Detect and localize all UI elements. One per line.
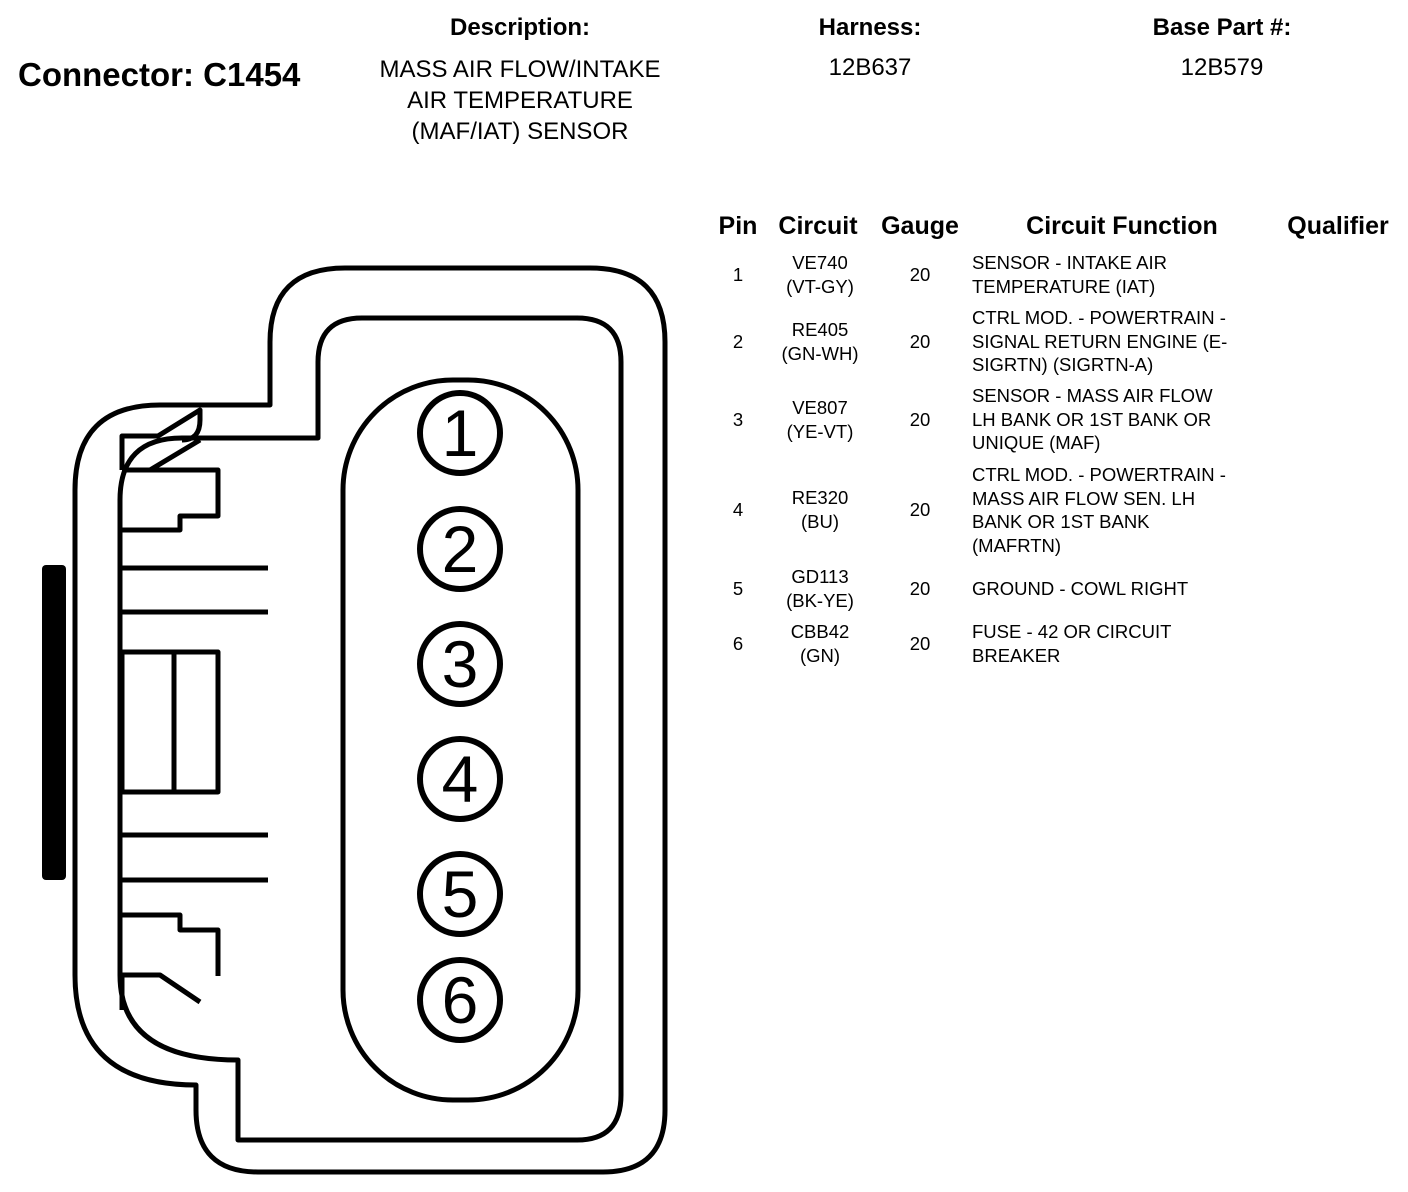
pin-4-label: 4: [442, 742, 479, 816]
gauge-cell: 20: [909, 409, 931, 430]
wire-color: (BK-YE): [786, 589, 854, 611]
pin-2-circle: [417, 506, 503, 592]
latch-lower: [119, 972, 202, 1010]
circuit-cell: GD113 (BK-YE): [758, 565, 882, 612]
pin-number: 2: [732, 331, 744, 352]
harness-value: 12B637: [828, 54, 912, 81]
pin-number: 5: [732, 578, 744, 599]
circuit-id: GD113: [791, 566, 849, 587]
column-header-pin: Pin: [718, 212, 758, 240]
function-cell: CTRL MOD. - POWERTRAIN - MASS AIR FLOW S…: [972, 463, 1226, 557]
harness-label: Harness:: [818, 14, 922, 41]
latch-ramp: [148, 437, 202, 473]
gauge-cell: 20: [909, 499, 931, 520]
circuit-cell: VE740 (VT-GY): [758, 251, 882, 298]
description-line: (MAF/IAT) SENSOR: [411, 118, 629, 145]
function-line: UNIQUE (MAF): [972, 432, 1101, 453]
function-line: SIGRTN) (SIGRTN-A): [972, 354, 1154, 375]
function-cell: GROUND - COWL RIGHT: [972, 577, 1188, 601]
connector-housing-outline: [72, 265, 668, 1175]
circuit-id: VE807: [792, 397, 848, 418]
function-line: CTRL MOD. - POWERTRAIN -: [972, 464, 1226, 485]
connector-face-diagram: 1 2 3 4 5 6: [42, 265, 668, 1175]
gauge-cell: 20: [909, 633, 931, 654]
circuit-id: CBB42: [790, 621, 850, 642]
pin-6-circle: [417, 957, 503, 1043]
pin-1-circle: [417, 390, 503, 476]
base-part-label: Base Part #:: [1152, 14, 1292, 41]
function-line: LH BANK OR 1ST BANK OR: [972, 408, 1212, 430]
gauge-cell: 20: [909, 331, 931, 352]
circuit-cell: CBB42 (GN): [758, 620, 882, 667]
function-line: MASS AIR FLOW SEN. LH: [972, 487, 1196, 509]
function-line: BREAKER: [972, 644, 1061, 666]
pin-5-circle: [417, 851, 503, 937]
function-line: TEMPERATURE (IAT): [972, 275, 1156, 297]
gauge-cell: 20: [909, 264, 931, 285]
function-line: (MAFRTN): [972, 534, 1062, 556]
function-cell: FUSE - 42 OR CIRCUIT BREAKER: [972, 620, 1171, 667]
function-line: SENSOR - MASS AIR FLOW: [972, 385, 1213, 406]
pin-number: 6: [732, 633, 744, 654]
circuit-id: VE740: [792, 252, 848, 273]
function-line: SENSOR - INTAKE AIR: [972, 252, 1167, 273]
circuit-cell: VE807 (YE-VT): [758, 396, 882, 443]
key-step-top: [122, 467, 221, 533]
function-line: FUSE - 42 OR CIRCUIT: [972, 621, 1172, 642]
column-header-gauge: Gauge: [881, 212, 959, 240]
pin-3-label: 3: [442, 627, 479, 701]
wire-color: (GN): [799, 644, 841, 666]
pin-number: 4: [732, 499, 744, 520]
function-cell: SENSOR - MASS AIR FLOW LH BANK OR 1ST BA…: [972, 384, 1213, 455]
wire-color: (BU): [800, 510, 840, 532]
wire-color: (YE-VT): [786, 420, 854, 442]
pin-cavity: [340, 377, 581, 1103]
function-cell: SENSOR - INTAKE AIR TEMPERATURE (IAT): [972, 251, 1167, 298]
column-header-circuit-function: Circuit Function: [1026, 212, 1218, 240]
key-step-bottom: [122, 912, 221, 976]
key-block: [119, 649, 221, 795]
latch-upper: [119, 407, 203, 470]
wire-color: (VT-GY): [786, 275, 854, 297]
function-cell: CTRL MOD. - POWERTRAIN - SIGNAL RETURN E…: [972, 306, 1227, 377]
description-line: AIR TEMPERATURE: [407, 87, 633, 114]
circuit-id: RE320: [791, 487, 849, 508]
pin-3-circle: [417, 621, 503, 707]
circuit-cell: RE320 (BU): [758, 486, 882, 533]
description-value: MASS AIR FLOW/INTAKE AIR TEMPERATURE (MA…: [350, 54, 690, 147]
pin-number: 3: [732, 409, 744, 430]
pin-5-label: 5: [442, 857, 479, 931]
gauge-cell: 20: [909, 578, 931, 599]
function-line: BANK OR 1ST BANK: [972, 511, 1150, 532]
base-part-value: 12B579: [1180, 54, 1264, 81]
function-line: CTRL MOD. - POWERTRAIN -: [972, 307, 1226, 328]
circuit-id: RE405: [791, 319, 849, 340]
column-header-circuit: Circuit: [778, 212, 858, 240]
description-line: MASS AIR FLOW/INTAKE: [379, 56, 661, 83]
pin-6-label: 6: [442, 963, 479, 1037]
locking-tab: [42, 565, 66, 880]
function-line: GROUND - COWL RIGHT: [972, 578, 1189, 599]
pin-2-label: 2: [442, 512, 479, 586]
connector-title: Connector: C1454: [18, 56, 301, 93]
pin-1-label: 1: [442, 396, 479, 470]
pin-4-circle: [417, 736, 503, 822]
function-line: SIGNAL RETURN ENGINE (E-: [972, 330, 1228, 352]
wire-color: (GN-WH): [781, 342, 859, 364]
circuit-cell: RE405 (GN-WH): [758, 318, 882, 365]
connector-inner-wall: [117, 315, 624, 1143]
description-label: Description:: [449, 14, 590, 41]
pin-number: 1: [732, 264, 744, 285]
column-header-qualifier: Qualifier: [1287, 212, 1389, 240]
